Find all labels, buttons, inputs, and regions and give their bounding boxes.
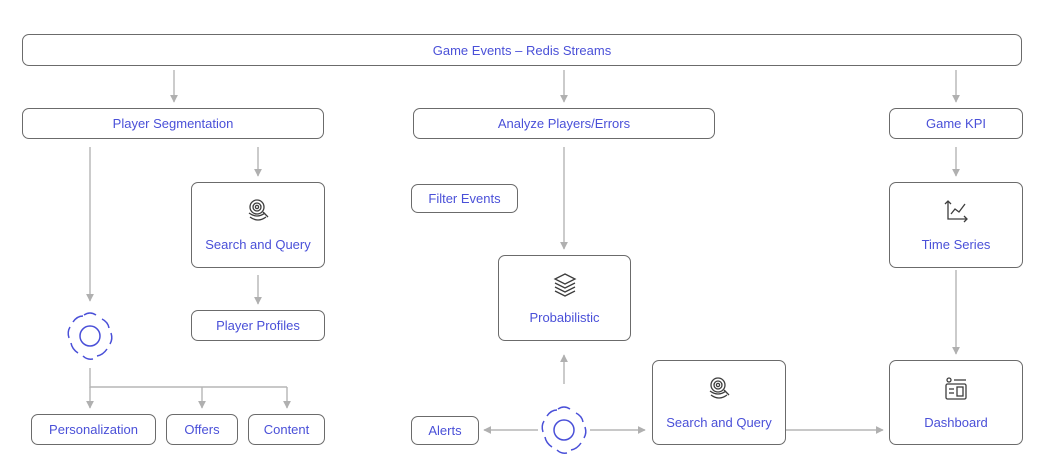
header-title: Game Events – Redis Streams — [432, 42, 612, 58]
alerts-label: Alerts — [428, 423, 462, 438]
search-query-icon — [706, 376, 732, 405]
gear-icon-center — [536, 402, 592, 463]
personalization-node: Personalization — [31, 414, 156, 445]
offers-node: Offers — [166, 414, 238, 445]
game-kpi-label: Game KPI — [926, 116, 986, 131]
time-series-node: Time Series — [889, 182, 1023, 268]
filter-events-node: Filter Events — [411, 184, 518, 213]
analyze-players-node: Analyze Players/Errors — [413, 108, 715, 139]
gear-icon-left — [62, 308, 118, 369]
search-query-node-right: Search and Query — [652, 360, 786, 445]
filter-events-label: Filter Events — [428, 191, 501, 206]
content-label: Content — [263, 422, 310, 437]
dashboard-label: Dashboard — [924, 414, 988, 430]
dashboard-layout-icon — [943, 376, 969, 405]
search-query-icon — [245, 198, 271, 227]
personalization-label: Personalization — [49, 422, 138, 437]
game-kpi-node: Game KPI — [889, 108, 1023, 139]
stacked-layers-icon — [552, 271, 578, 300]
dashboard-node: Dashboard — [889, 360, 1023, 445]
content-node: Content — [248, 414, 325, 445]
player-profiles-label: Player Profiles — [216, 318, 300, 333]
line-chart-icon — [943, 198, 969, 227]
fanout-line — [89, 368, 287, 388]
probabilistic-node: Probabilistic — [498, 255, 631, 341]
search-query-label-left: Search and Query — [205, 237, 311, 252]
player-profiles-node: Player Profiles — [191, 310, 325, 341]
probabilistic-label: Probabilistic — [529, 310, 600, 325]
player-segmentation-node: Player Segmentation — [22, 108, 324, 139]
game-events-header: Game Events – Redis Streams — [22, 34, 1022, 66]
analyze-players-label: Analyze Players/Errors — [497, 116, 631, 131]
time-series-label: Time Series — [921, 237, 991, 252]
player-segmentation-label: Player Segmentation — [112, 116, 234, 131]
offers-label: Offers — [184, 422, 220, 437]
search-query-node-left: Search and Query — [191, 182, 325, 268]
alerts-node: Alerts — [411, 416, 479, 445]
search-query-label-right: Search and Query — [666, 414, 772, 430]
